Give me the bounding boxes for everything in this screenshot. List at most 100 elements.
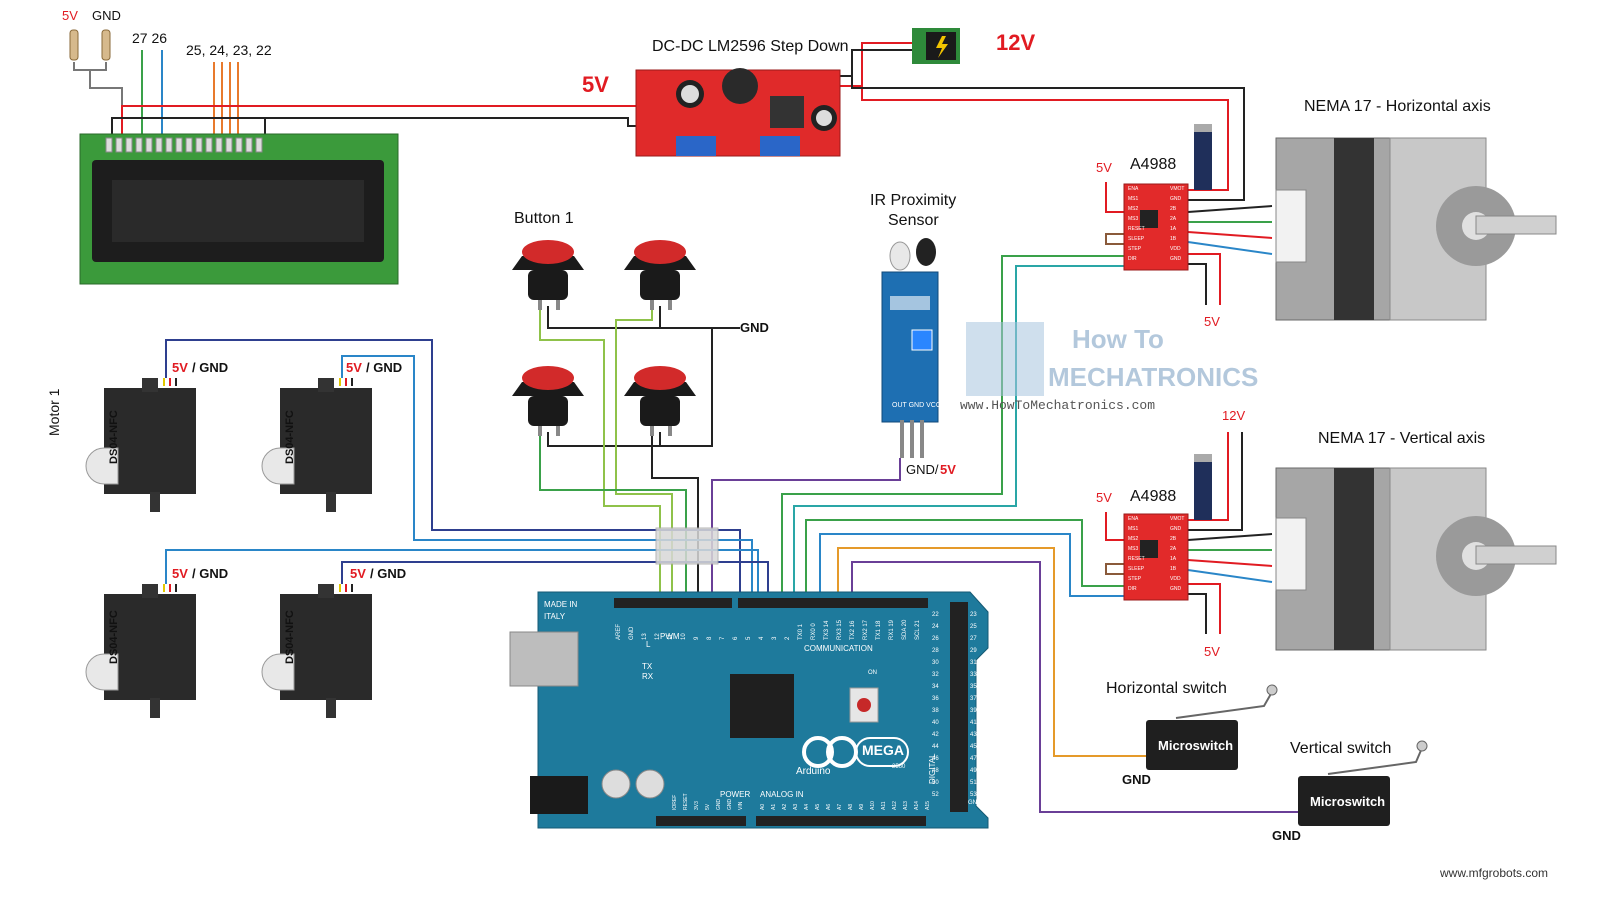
wire-vmot-red <box>861 86 1229 191</box>
driver-pin-label: VDD <box>1170 576 1181 582</box>
pin-label: GND <box>727 798 733 810</box>
wire-lcd-resistor-grey-2 <box>90 62 107 71</box>
pin-label: 31 <box>970 660 977 666</box>
servo-model-3: DS04-NFC <box>108 610 120 664</box>
pin-label: A5 <box>815 803 821 810</box>
wire-h-switch <box>837 547 1150 757</box>
servo-1-5v: 5V <box>172 360 188 375</box>
driver-pin-label: ENA <box>1128 186 1139 192</box>
wire-btn-gnd-3 <box>547 328 713 447</box>
pin-label: 23 <box>970 612 977 618</box>
pin-label: 45 <box>970 744 977 750</box>
pin-label: 4 <box>759 636 765 640</box>
wire-lcd-gnd <box>111 117 266 140</box>
wire-d1-5v <box>1105 182 1124 213</box>
wire-d2-reset-sleep <box>1105 563 1124 575</box>
wire-v-switch <box>851 561 1298 813</box>
driver-pin-label: SLEEP <box>1128 236 1145 242</box>
pin-label: 53 <box>970 792 977 798</box>
pin-label: 50 <box>932 780 939 786</box>
pin-label: 9 <box>694 636 700 640</box>
driver-pin-label: MS1 <box>1128 196 1139 202</box>
arduino-led-on: ON <box>868 670 877 676</box>
push-button-1 <box>512 240 584 310</box>
stepper-vertical <box>1275 467 1557 651</box>
pin-label: 40 <box>932 720 939 726</box>
wire-vmot-black <box>851 76 1245 201</box>
servo-1-gnd: / GND <box>192 360 229 375</box>
arduino-led-rx: RX <box>642 672 654 681</box>
driver-pin-label: VMOT <box>1170 516 1185 522</box>
lcd-pin <box>155 137 163 153</box>
pin-label: 35 <box>970 684 977 690</box>
servo-4-5v: 5V <box>350 566 366 581</box>
driver-2-bottom-5v: 5V <box>1204 644 1220 659</box>
pin-label: 44 <box>932 744 939 750</box>
pin-label: 3V3 <box>694 801 700 810</box>
wire-d1-step <box>781 255 1124 604</box>
wire-d2-gnd <box>1188 593 1207 634</box>
pin-label: TX0 1 <box>798 623 804 640</box>
pin-label: RX1 19 <box>889 619 895 640</box>
pin-label: A6 <box>826 803 832 810</box>
pin-label: 42 <box>932 732 939 738</box>
lm2596-regulator <box>635 68 841 157</box>
servo-model-1: DS04-NFC <box>108 410 120 464</box>
pin-label: A14 <box>914 801 920 810</box>
watermark-logo <box>966 322 1044 396</box>
arduino-board-rev: 2560 <box>892 764 906 770</box>
pin-label: 36 <box>932 696 939 702</box>
lcd-pin <box>115 137 123 153</box>
pin-label: 2 <box>785 636 791 640</box>
pin-label: 49 <box>970 768 977 774</box>
pin-label: A11 <box>881 801 887 810</box>
arduino-brand: MEGA <box>862 742 904 758</box>
driver-1-5v: 5V <box>1096 160 1112 175</box>
driver-pin-label: 2A <box>1170 546 1177 552</box>
pin-label: IOREF <box>672 794 678 810</box>
lcd-pin <box>125 137 133 153</box>
lcd-pin <box>225 137 233 153</box>
wire-servo3 <box>165 549 759 604</box>
pin-label: 52 <box>932 792 939 798</box>
servo-2 <box>261 378 372 512</box>
arduino-led-tx: TX <box>642 662 653 671</box>
motor1-label: Motor 1 <box>46 388 62 436</box>
wire-d2-vmot-gnd <box>1188 432 1243 531</box>
driver-2-5v: 5V <box>1096 490 1112 505</box>
pin-label: GND <box>716 798 722 810</box>
watermark-line-2: MECHATRONICS <box>1048 362 1259 392</box>
ir-sensor <box>881 238 939 458</box>
driver-pin-label: STEP <box>1128 576 1142 582</box>
lcd-pin <box>195 137 203 153</box>
push-button-2 <box>624 240 696 310</box>
lcd-resistors <box>69 29 111 61</box>
wire-d1-2b <box>1187 205 1273 213</box>
driver-pin-label: VDD <box>1170 246 1181 252</box>
watermark-line-1: How To <box>1072 324 1164 354</box>
h-switch-label: Microswitch <box>1158 738 1234 753</box>
lcd-pin <box>215 137 223 153</box>
driver-pin-label: DIR <box>1128 256 1137 262</box>
pin-label: 39 <box>970 708 977 714</box>
pin-label: A1 <box>771 803 777 810</box>
stepper-horizontal <box>1275 137 1557 321</box>
driver-pin-label: 1B <box>1170 566 1177 572</box>
v-switch-label: Microswitch <box>1310 794 1386 809</box>
pin-label: RESET <box>683 793 689 810</box>
wire-btn2 <box>615 306 673 604</box>
pin-label: GND <box>629 626 635 640</box>
driver-pin-label: GND <box>1170 256 1182 262</box>
pin-label: 8 <box>707 636 713 640</box>
lcd-pin <box>205 137 213 153</box>
power-12v-label: 12V <box>996 30 1036 55</box>
lcd-pin <box>135 137 143 153</box>
driver-pin-label: GND <box>1170 586 1182 592</box>
a4988-driver-1 <box>1123 124 1212 271</box>
lcd-pins-label-1: 27 26 <box>132 30 168 46</box>
v-switch-gnd: GND <box>1272 828 1301 843</box>
push-button-3 <box>512 366 584 436</box>
arduino-brand-sub: Arduino <box>796 766 831 777</box>
pin-label: 37 <box>970 696 977 702</box>
driver-pin-label: MS1 <box>1128 526 1139 532</box>
